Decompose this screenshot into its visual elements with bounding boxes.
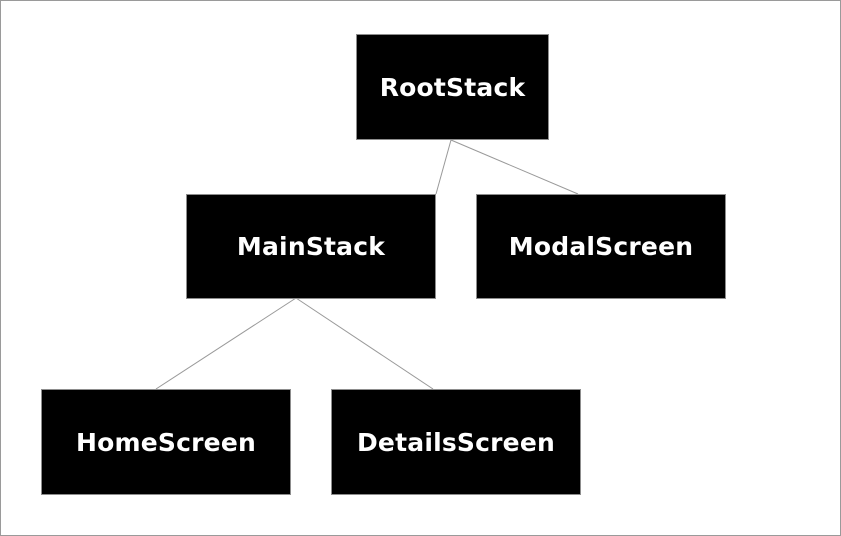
edge-root-to-modal bbox=[450, 139, 579, 195]
edge-root-to-main bbox=[435, 139, 452, 195]
node-home-screen[interactable]: HomeScreen bbox=[41, 389, 291, 495]
edge-main-to-details bbox=[295, 297, 434, 390]
node-main-stack[interactable]: MainStack bbox=[186, 194, 436, 299]
node-root-stack[interactable]: RootStack bbox=[356, 34, 549, 140]
node-label-details-screen: DetailsScreen bbox=[356, 427, 555, 457]
node-label-root-stack: RootStack bbox=[379, 72, 526, 102]
node-modal-screen[interactable]: ModalScreen bbox=[476, 194, 726, 299]
node-label-main-stack: MainStack bbox=[236, 232, 386, 261]
node-details-screen[interactable]: DetailsScreen bbox=[331, 389, 581, 495]
node-label-home-screen: HomeScreen bbox=[76, 427, 256, 457]
node-label-modal-screen: ModalScreen bbox=[508, 232, 694, 261]
edge-main-to-home bbox=[155, 297, 297, 390]
